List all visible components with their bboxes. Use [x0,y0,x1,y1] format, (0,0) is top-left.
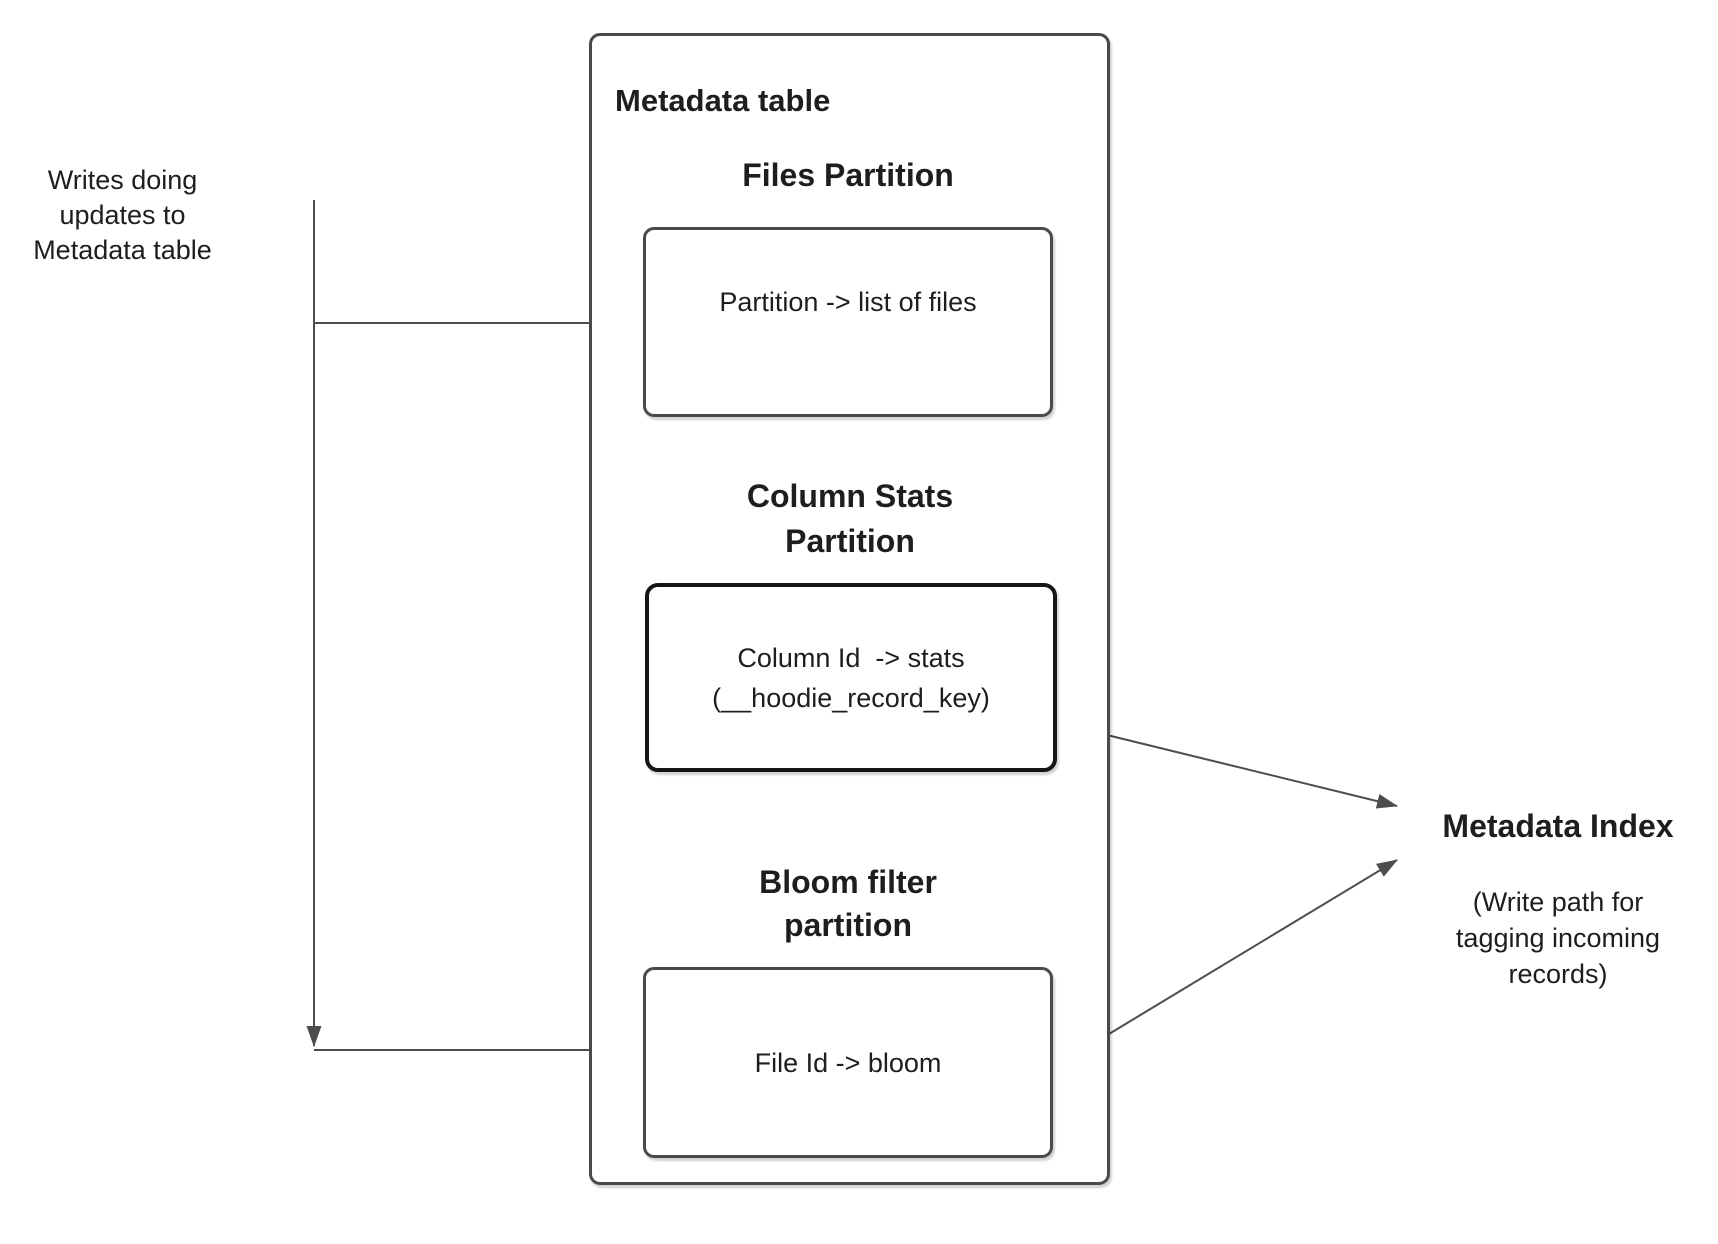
column-stats-partition-box: Column Id -> stats (__hoodie_record_key) [645,583,1057,772]
metadata-index-note-line: (Write path for [1472,887,1644,917]
column-stats-heading-line: Column Stats [746,478,954,514]
files-partition-body: Partition -> list of files [719,287,977,317]
bloom-filter-partition-box: File Id -> bloom [643,967,1053,1158]
files-partition-heading: Files Partition [742,157,954,193]
metadata-index-note: (Write path for tagging incoming records… [1398,884,1718,992]
files-partition-box: Partition -> list of files [643,227,1053,417]
column-stats-body-line: Column Id -> stats [737,642,965,673]
metadata-index-title: Metadata Index [1442,808,1674,844]
writes-updates-note-line: updates to [59,200,186,230]
bloom-to-index-arrow [1060,859,1398,1064]
metadata-index-note-line: records) [1508,959,1608,989]
bloom-filter-body: File Id -> bloom [754,1047,942,1078]
metadata-index-note-line: tagging incoming [1455,923,1661,953]
bloom-filter-partition-heading: Bloom filter partition [643,861,1053,947]
bloom-heading-line: partition [784,907,912,943]
writes-updates-note-line: Metadata table [33,235,212,265]
column-stats-partition-heading: Column Stats Partition [643,474,1057,564]
writes-updates-note-line: Writes doing [47,165,198,195]
writes-updates-note: Writes doing updates to Metadata table [5,163,240,268]
metadata-table-title: Metadata table [615,83,831,118]
bloom-heading-line: Bloom filter [759,864,937,900]
column-stats-body-line: (__hoodie_record_key) [712,682,990,713]
column-stats-heading-line: Partition [785,523,915,559]
